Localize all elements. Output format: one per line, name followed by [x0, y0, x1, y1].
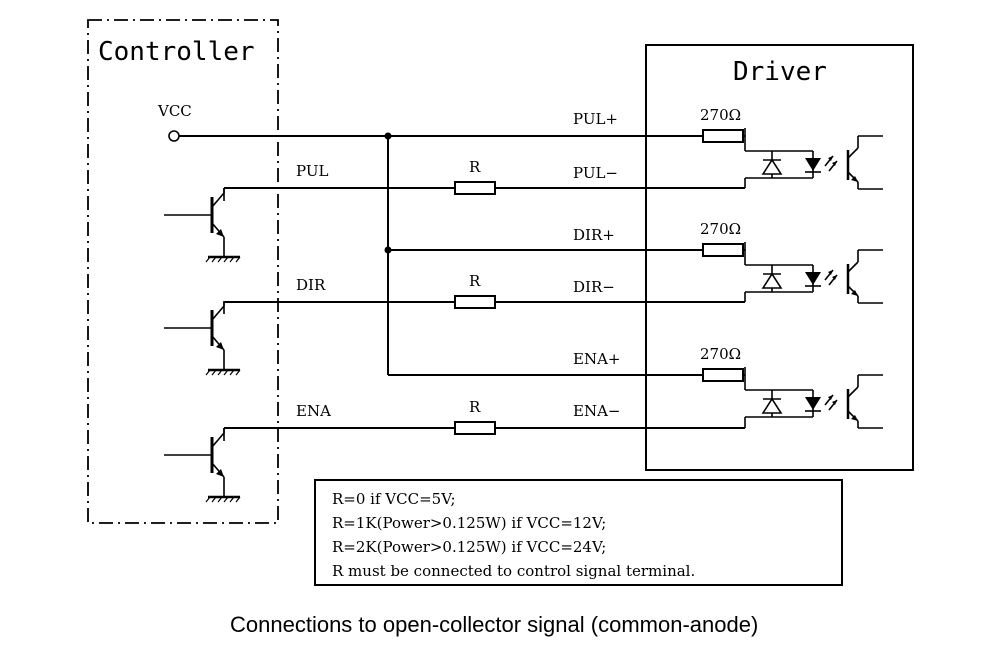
controller-title: Controller: [98, 37, 255, 67]
optocoupler-pul: [743, 126, 885, 191]
driver-resistor-ena-label: 270Ω: [700, 345, 741, 363]
resistor-r-ena-label: R: [469, 398, 481, 416]
terminal-dir-minus: DIR−: [573, 278, 615, 296]
driver-resistor-dir-label: 270Ω: [700, 220, 741, 238]
note-line-4: R must be connected to control signal te…: [332, 562, 695, 580]
resistor-r-pul-label: R: [469, 158, 481, 176]
optocoupler-dir: [743, 240, 885, 305]
terminal-pul-plus: PUL+: [573, 110, 618, 128]
driver-resistor-pul-label: 270Ω: [700, 106, 741, 124]
controller-box: [87, 19, 279, 524]
diagram-caption: Connections to open-collector signal (co…: [230, 612, 758, 637]
vcc-label: VCC: [157, 102, 192, 120]
resistor-r-dir-label: R: [469, 272, 481, 290]
controller-signal-ena: ENA: [296, 402, 331, 420]
transistor-dir: [162, 299, 226, 372]
driver-title: Driver: [733, 57, 827, 87]
terminal-pul-minus: PUL−: [573, 164, 618, 182]
note-line-3: R=2K(Power>0.125W) if VCC=24V;: [332, 538, 606, 556]
vcc-terminal: [168, 130, 180, 142]
controller-signal-dir: DIR: [296, 276, 326, 294]
note-line-2: R=1K(Power>0.125W) if VCC=12V;: [332, 514, 606, 532]
terminal-ena-minus: ENA−: [573, 402, 620, 420]
controller-signal-pul: PUL: [296, 162, 328, 180]
transistor-pul: [162, 186, 226, 259]
notes-box: [314, 479, 843, 586]
note-line-1: R=0 if VCC=5V;: [332, 490, 456, 508]
terminal-ena-plus: ENA+: [573, 350, 620, 368]
terminal-dir-plus: DIR+: [573, 226, 615, 244]
transistor-ena: [162, 426, 226, 499]
optocoupler-ena: [743, 365, 885, 430]
driver-box: [645, 44, 914, 471]
